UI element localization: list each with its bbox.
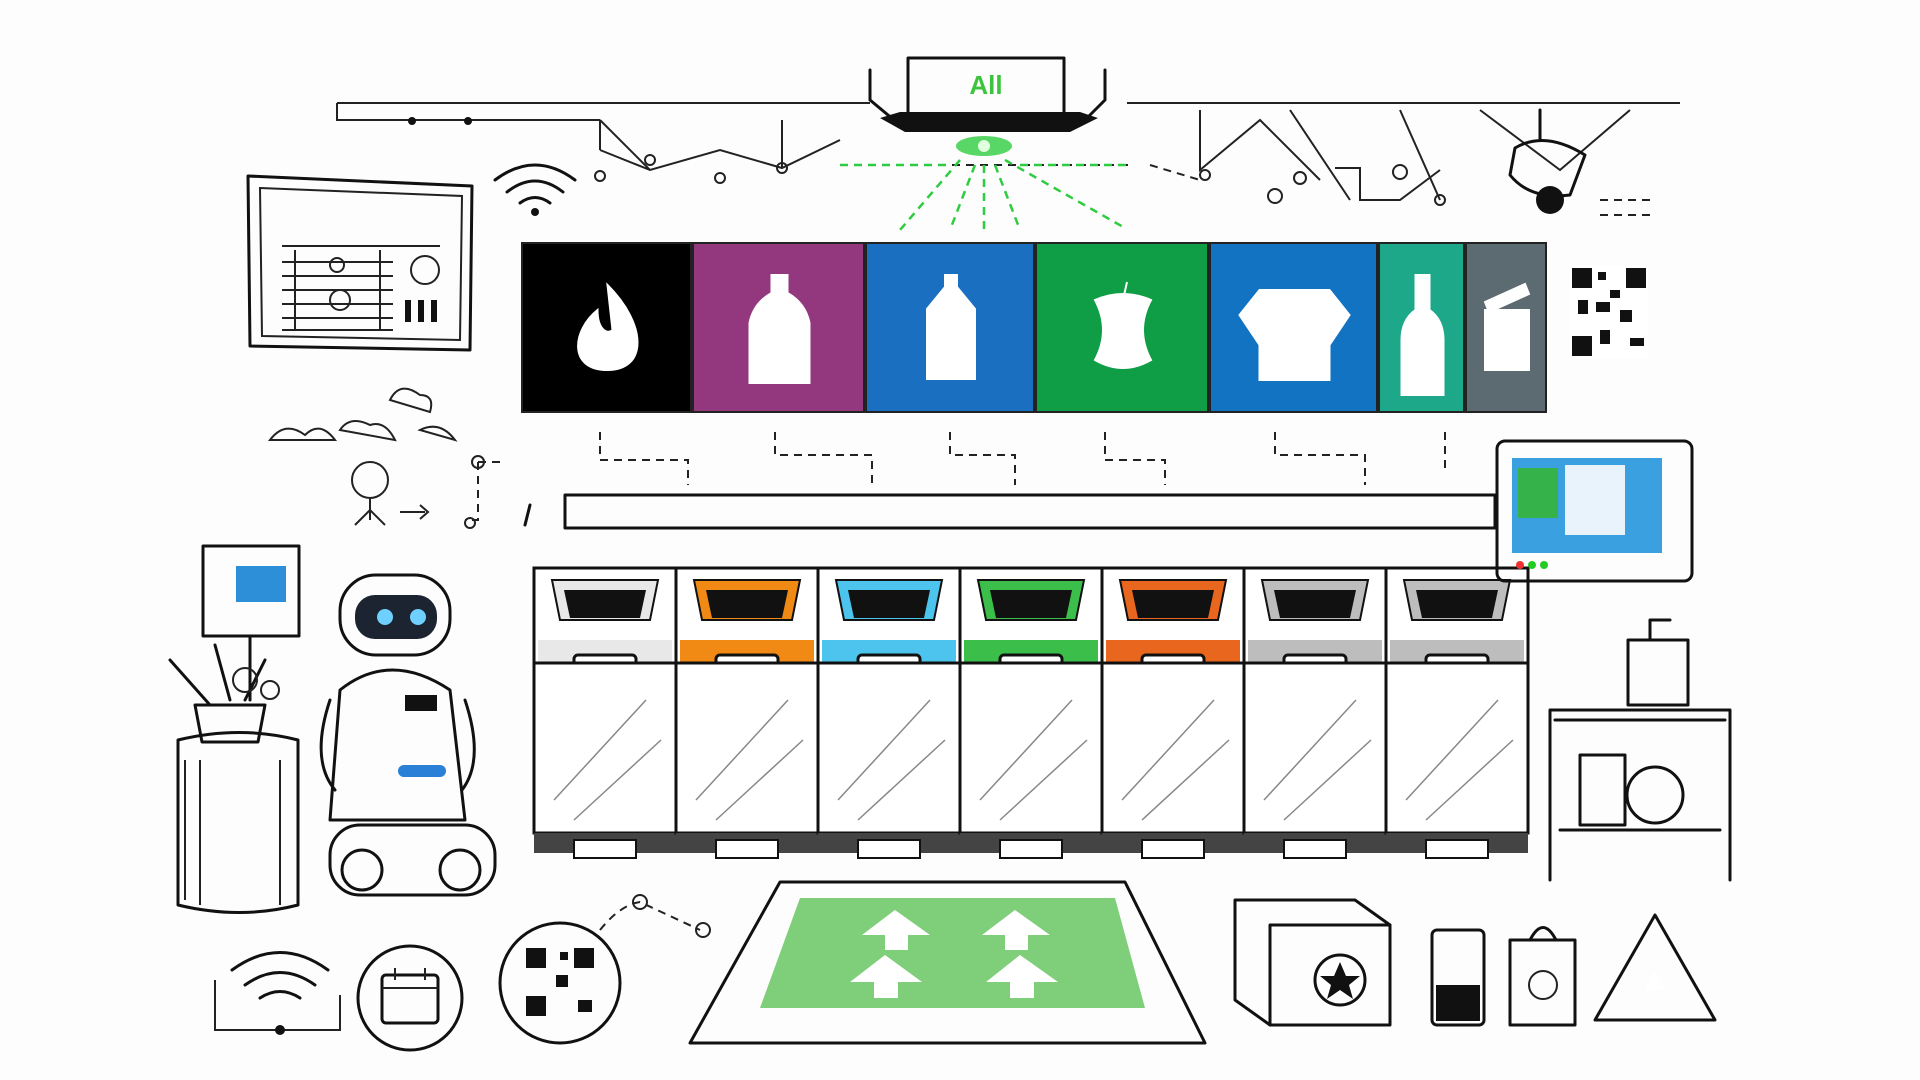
milk-carton-icon xyxy=(926,274,976,380)
detergent-bottle-icon xyxy=(748,274,811,384)
bin-lid-band xyxy=(822,640,956,662)
waste-category-panel xyxy=(521,242,1547,413)
bin-lid-band xyxy=(1106,640,1240,662)
sorting-bin xyxy=(958,566,1104,859)
bin-lid-band xyxy=(964,640,1098,662)
supply-shelf xyxy=(1548,618,1732,882)
glass-bottle-icon xyxy=(1400,274,1445,396)
category-tile-cans xyxy=(1465,242,1547,413)
category-tile-glass xyxy=(1378,242,1465,413)
wall-monitor xyxy=(1495,439,1694,583)
idea-doodle xyxy=(267,387,505,529)
category-tile-cardboard xyxy=(1209,242,1378,413)
category-tile-plastic-bottles xyxy=(692,242,865,413)
network-lines-left xyxy=(336,102,870,184)
bin-opening[interactable] xyxy=(1132,590,1214,618)
sorting-bin xyxy=(1384,566,1530,859)
battery-icon xyxy=(1430,928,1486,1027)
box-icon xyxy=(1238,289,1351,381)
qr-code-icon xyxy=(1570,266,1648,358)
arrow-icons xyxy=(850,910,1058,998)
sorting-bin xyxy=(816,566,962,859)
bin-lid-band xyxy=(680,640,814,662)
tile-bin-connectors xyxy=(599,432,1446,485)
scanner-display-label: All xyxy=(969,70,1002,100)
robot-assistant xyxy=(319,573,497,897)
category-tile-organic xyxy=(1035,242,1209,413)
sorting-bin xyxy=(1242,566,1388,859)
bin-opening[interactable] xyxy=(848,590,930,618)
mat-surface xyxy=(760,898,1145,1008)
category-tile-burnable xyxy=(521,242,692,413)
sorting-bin xyxy=(674,566,820,859)
bag-icon xyxy=(1508,926,1577,1027)
qr-code-badge xyxy=(498,894,711,1045)
sorting-bins xyxy=(523,493,1530,859)
info-kiosk xyxy=(201,544,301,702)
sorting-bin xyxy=(1100,566,1246,859)
bin-opening[interactable] xyxy=(564,590,646,618)
info-poster xyxy=(246,174,474,352)
bin-lid-band xyxy=(1248,640,1382,662)
bin-opening[interactable] xyxy=(1274,590,1356,618)
apple-core-icon xyxy=(1093,281,1153,369)
floor-mat xyxy=(688,880,1207,1045)
plant-pedestal xyxy=(168,643,300,914)
bin-opening[interactable] xyxy=(1416,590,1498,618)
calendar-icon xyxy=(356,944,464,1052)
overhead-scanner: All xyxy=(840,56,1130,232)
flame-icon xyxy=(577,282,639,372)
bin-opening[interactable] xyxy=(990,590,1072,618)
wifi-icon xyxy=(493,163,577,216)
hazard-bag-icon xyxy=(1593,913,1717,1022)
sorting-bin xyxy=(532,566,678,859)
security-camera-icon xyxy=(1508,108,1650,216)
bin-lid-band xyxy=(538,640,672,662)
bin-lid-band xyxy=(1390,640,1524,662)
category-tile-cartons xyxy=(865,242,1035,413)
bin-opening[interactable] xyxy=(706,590,788,618)
star-box xyxy=(1233,898,1392,1027)
wifi-router-icon xyxy=(214,951,341,1035)
can-icon xyxy=(1483,282,1531,371)
